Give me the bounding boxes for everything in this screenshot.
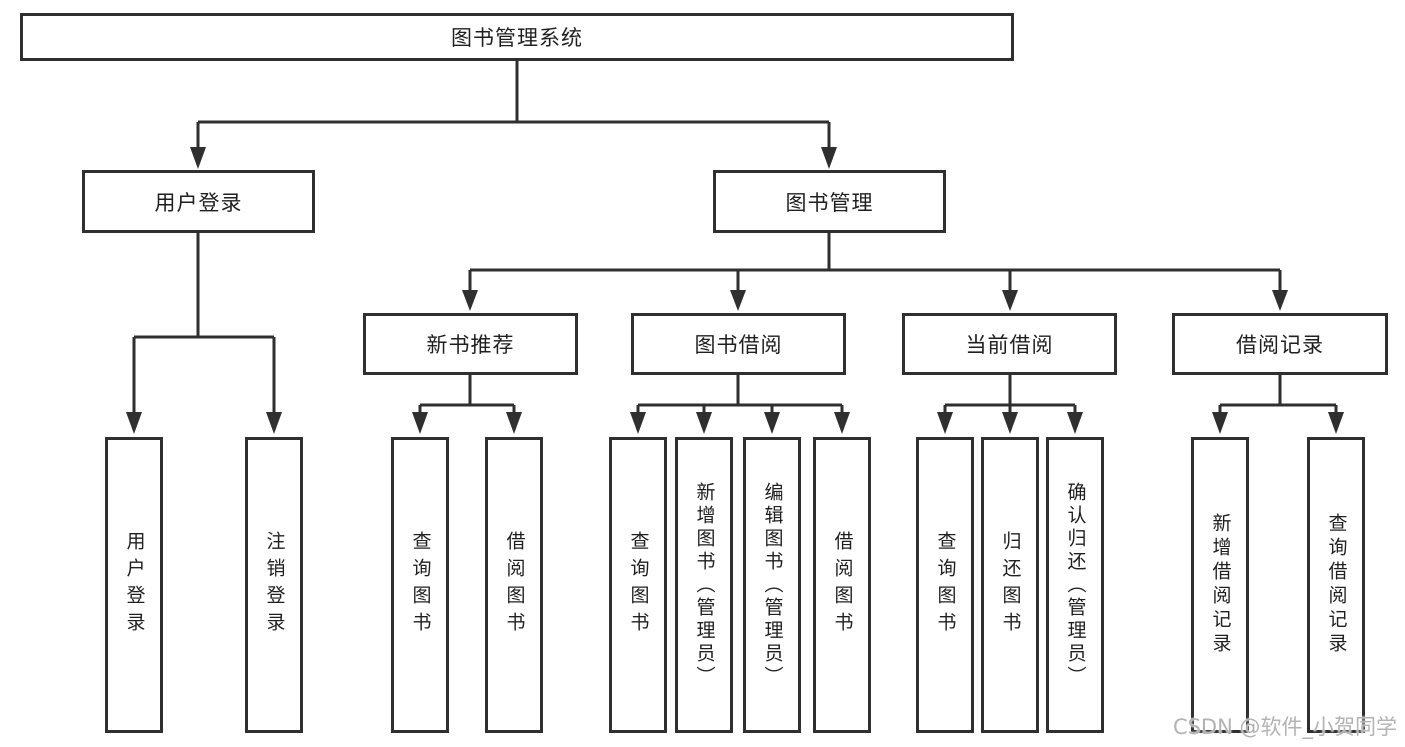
leaf-edit-books-admin: 编辑图书（管理员） bbox=[743, 437, 801, 733]
leaf-query-books-recommend: 查询图书 bbox=[391, 437, 449, 733]
leaf-add-borrow-record: 新增借阅记录 bbox=[1191, 437, 1249, 733]
leaf-query-borrow-record: 查询借阅记录 bbox=[1307, 437, 1365, 733]
leaf-return-books: 归还图书 bbox=[981, 437, 1039, 733]
leaf-borrow-books: 借阅图书 bbox=[813, 437, 871, 733]
node-user-login: 用户登录 bbox=[82, 170, 315, 233]
leaf-add-books-admin: 新增图书（管理员） bbox=[675, 437, 733, 733]
csdn-watermark: CSDN @软件_小贺同学 bbox=[1172, 715, 1397, 739]
node-book-management: 图书管理 bbox=[713, 170, 946, 233]
node-new-book-recommend: 新书推荐 bbox=[363, 313, 578, 375]
node-current-borrow: 当前借阅 bbox=[902, 313, 1117, 375]
leaf-query-books-current: 查询图书 bbox=[916, 437, 974, 733]
leaf-query-books-borrow: 查询图书 bbox=[609, 437, 667, 733]
leaf-user-login: 用户登录 bbox=[105, 437, 163, 733]
leaf-logout: 注销登录 bbox=[245, 437, 303, 733]
leaf-confirm-return-admin: 确认归还（管理员） bbox=[1046, 437, 1104, 733]
node-borrow-records: 借阅记录 bbox=[1172, 313, 1388, 375]
node-book-borrow: 图书借阅 bbox=[631, 313, 846, 375]
node-root-system: 图书管理系统 bbox=[20, 13, 1014, 61]
leaf-borrow-books-recommend: 借阅图书 bbox=[485, 437, 543, 733]
